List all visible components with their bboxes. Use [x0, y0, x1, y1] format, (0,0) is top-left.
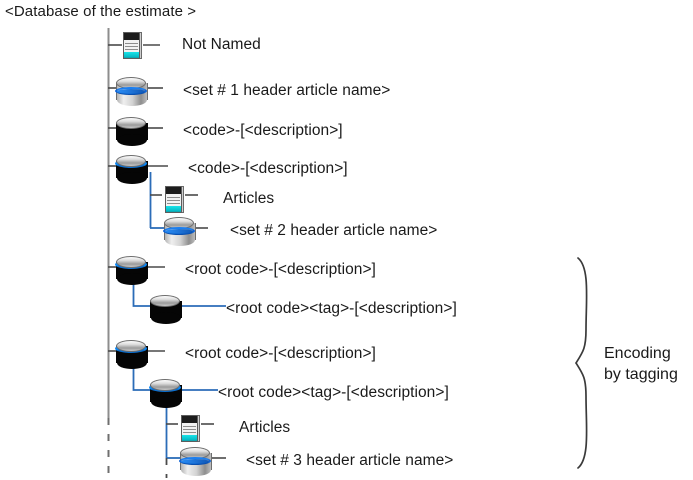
database-silver-icon [178, 447, 212, 476]
tree-node-row[interactable]: <code>-[<description>] [114, 152, 348, 186]
tree-node-label: <root code><tag>-[<description>] [218, 384, 449, 401]
tree-node-label: <root code><tag>-[<description>] [226, 300, 457, 317]
branch-group-b [132, 280, 152, 307]
tree-node-label: <root code>-[<description>] [185, 345, 376, 362]
tree-node-row[interactable]: Not Named [120, 28, 261, 62]
tree-node-label: <code>-[<description>] [188, 160, 348, 177]
tree-node-row[interactable]: <root code><tag>-[<description>] [148, 376, 449, 410]
tree-node-row[interactable]: <code>-[<description>] [114, 114, 343, 148]
tree-node-row[interactable]: <root code>-[<description>] [114, 253, 376, 287]
branch-group-c [132, 364, 152, 391]
document-icon [120, 31, 142, 59]
tree-node-label: <set # 2 header article name> [230, 222, 438, 239]
tree-node-label: <set # 1 header article name> [183, 82, 391, 99]
database-blackring-icon [114, 340, 148, 369]
database-silver-icon [114, 77, 148, 106]
tree-node-row[interactable]: <set # 3 header article name> [178, 444, 453, 478]
database-black-icon [148, 295, 182, 324]
document-icon [162, 185, 184, 213]
diagram-title: <Database of the estimate > [5, 3, 197, 20]
database-silver-icon [162, 217, 196, 246]
database-blackring-icon [148, 379, 182, 408]
database-blackring-icon [114, 155, 148, 184]
tree-node-label: Not Named [182, 36, 261, 53]
tree-node-row[interactable]: <root code>-[<description>] [114, 337, 376, 371]
encoding-annotation-line2: by tagging [604, 366, 678, 383]
document-icon [178, 414, 200, 442]
tree-node-row[interactable]: <root code><tag>-[<description>] [148, 292, 457, 326]
tree-node-row[interactable]: <set # 2 header article name> [162, 214, 437, 248]
encoding-brace [574, 257, 588, 469]
tree-node-label: Articles [223, 190, 275, 207]
tree-node-row[interactable]: Articles [162, 182, 274, 216]
tree-node-label: <root code>-[<description>] [185, 261, 376, 278]
tree-node-label: Articles [239, 419, 291, 436]
encoding-annotation: Encoding by tagging [604, 343, 678, 385]
tree-node-label: <set # 3 header article name> [246, 452, 454, 469]
database-black-icon [114, 117, 148, 146]
encoding-annotation-line1: Encoding [604, 345, 671, 362]
database-blackring-icon [114, 256, 148, 285]
tree-node-row[interactable]: Articles [178, 411, 290, 445]
tree-node-label: <code>-[<description>] [183, 122, 343, 139]
tree-node-row[interactable]: <set # 1 header article name> [114, 74, 390, 108]
